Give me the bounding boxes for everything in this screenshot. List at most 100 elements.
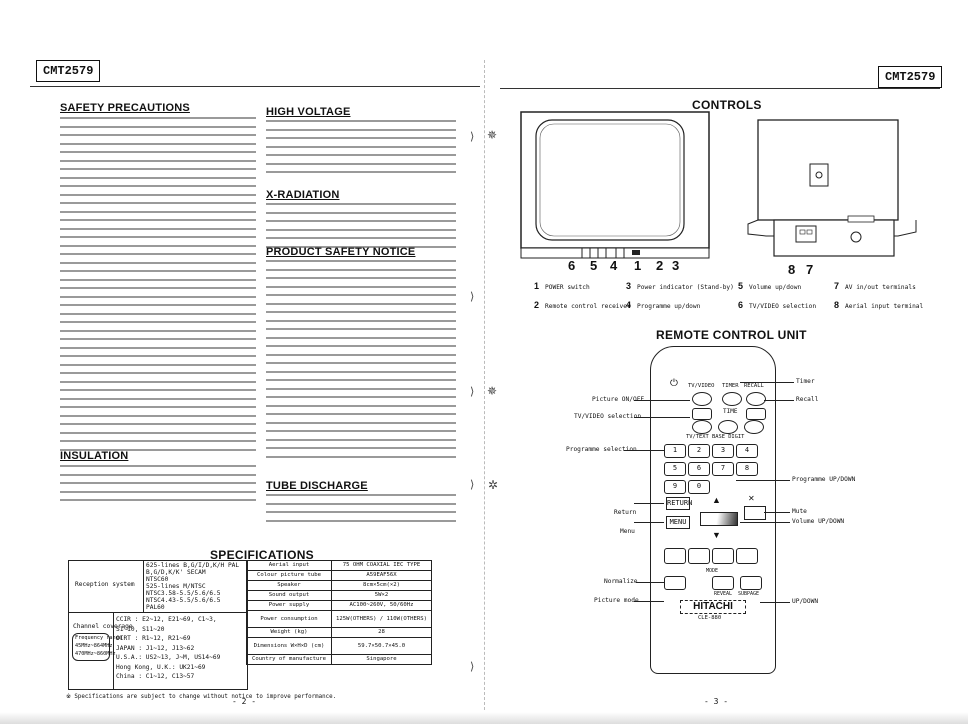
binding-mark: ⟩: [470, 479, 475, 491]
green-key[interactable]: [688, 548, 710, 564]
number-key-1[interactable]: 1: [664, 444, 686, 458]
number-key-0[interactable]: 0: [688, 480, 710, 494]
blue-key[interactable]: [736, 548, 758, 564]
label-return: Return: [614, 509, 637, 516]
number-key-9[interactable]: 9: [664, 480, 686, 494]
callout-2: 2: [656, 258, 664, 273]
text-button[interactable]: [692, 408, 712, 420]
callout-6: 6: [568, 258, 576, 273]
timer-button[interactable]: [722, 392, 742, 406]
high-voltage-body: [266, 120, 456, 180]
number-key-3[interactable]: 3: [712, 444, 734, 458]
label-menu: Menu: [620, 528, 635, 535]
number-key-2[interactable]: 2: [688, 444, 710, 458]
spec-label: Power supply: [246, 600, 332, 611]
key-label-timer: TIMER: [722, 383, 739, 389]
safety-body: [60, 117, 256, 457]
spec-label: Aerial input: [246, 560, 332, 571]
binding-mark: ✵: [487, 128, 498, 142]
number-key-5[interactable]: 5: [664, 462, 686, 476]
normalize-button[interactable]: [664, 576, 686, 590]
reception-values: 625-lines B,G/I/D,K/H PAL B,G/D,K/K' SEC…: [146, 562, 240, 611]
label-volume-updown: Volume UP/DOWN: [792, 518, 845, 525]
subpage-label: SUBPAGE: [738, 591, 760, 597]
return-button[interactable]: RETURN: [666, 497, 692, 510]
yellow-key[interactable]: [712, 548, 734, 564]
menu-button[interactable]: MENU: [666, 516, 690, 529]
spec-label: Dimensions W×H×D (cm): [246, 637, 332, 655]
label-recall: Recall: [796, 396, 819, 403]
spec-label: Colour picture tube: [246, 570, 332, 581]
callout-5: 5: [590, 258, 598, 273]
binding-mark: ✲: [488, 478, 499, 492]
spec-value: 28: [331, 627, 432, 638]
base-button[interactable]: [718, 420, 738, 434]
model-label-right: CMT2579: [878, 66, 943, 88]
callout-1: 1: [634, 258, 642, 273]
page-number-right: - 3 -: [704, 697, 729, 706]
number-key-8[interactable]: 8: [736, 462, 758, 476]
specifications-title: SPECIFICATIONS: [210, 548, 314, 562]
reception-system-label: Reception system: [75, 581, 135, 588]
label-normalize: Normalize: [604, 578, 638, 585]
key-label-time: TIME: [723, 408, 738, 415]
callout-8: 8: [788, 262, 796, 277]
binding-mark: ⟩: [470, 661, 475, 673]
side-callout-numbers: 8 7: [788, 262, 848, 280]
spec-value: Singapore: [331, 654, 432, 665]
programme-up-icon[interactable]: ▲: [712, 495, 721, 505]
insulation-title: INSULATION: [60, 450, 129, 462]
key-label-recall: RECALL: [744, 383, 764, 389]
reveal-label: REVEAL: [714, 591, 733, 597]
callout-4: 4: [610, 258, 618, 273]
digit-button[interactable]: [746, 408, 766, 420]
spec-value: AC100~260V, 50/60Hz: [331, 600, 432, 611]
subpage-button[interactable]: [740, 576, 762, 590]
header-rule-left: [30, 86, 480, 87]
controls-title: CONTROLS: [692, 98, 762, 112]
binding-mark: ⟩: [470, 131, 475, 143]
mode-label: MODE: [706, 568, 719, 574]
mode-button[interactable]: [712, 576, 734, 590]
frequency-range-box: Frequency range 45MHz~864MHz 470MHz~860M…: [72, 633, 122, 661]
safety-title: SAFETY PRECAUTIONS: [60, 102, 190, 114]
label-programme-updown: Programme UP/DOWN: [792, 476, 856, 483]
tube-discharge-body: [266, 494, 456, 528]
number-key-7[interactable]: 7: [712, 462, 734, 476]
red-key[interactable]: [664, 548, 686, 564]
spec-label: Speaker: [246, 580, 332, 591]
programme-down-icon[interactable]: ▼: [712, 530, 721, 540]
digit-mode-button[interactable]: [744, 420, 764, 434]
page-number-left: - 2 -: [232, 697, 257, 706]
recall-button[interactable]: [746, 392, 766, 406]
mute-button[interactable]: [744, 506, 766, 520]
channel-values: CCIR : E2~12, E21~69, C1~3, S1~10, S11~2…: [116, 616, 221, 680]
text-mode-button[interactable]: [692, 420, 712, 434]
number-key-4[interactable]: 4: [736, 444, 758, 458]
label-timer: Timer: [796, 378, 815, 385]
fold-line: [484, 60, 485, 710]
tv-video-button[interactable]: [692, 392, 712, 406]
product-safety-title: PRODUCT SAFETY NOTICE: [266, 246, 416, 258]
key-label-tv-video: TV/VIDEO: [688, 383, 715, 389]
channel-coverage-label: Channel coverage: [73, 623, 133, 630]
spec-value: 5W×2: [331, 590, 432, 601]
number-key-6[interactable]: 6: [688, 462, 710, 476]
spec-value: A59EAF56X: [331, 570, 432, 581]
label-programme-selection: Programme selection: [566, 446, 637, 453]
volume-slider[interactable]: [700, 512, 738, 526]
label-picture-onoff: Picture ON/OFF: [592, 396, 645, 403]
spec-value: 125W(OTHERS) / 110W(OTHERS): [331, 610, 432, 628]
